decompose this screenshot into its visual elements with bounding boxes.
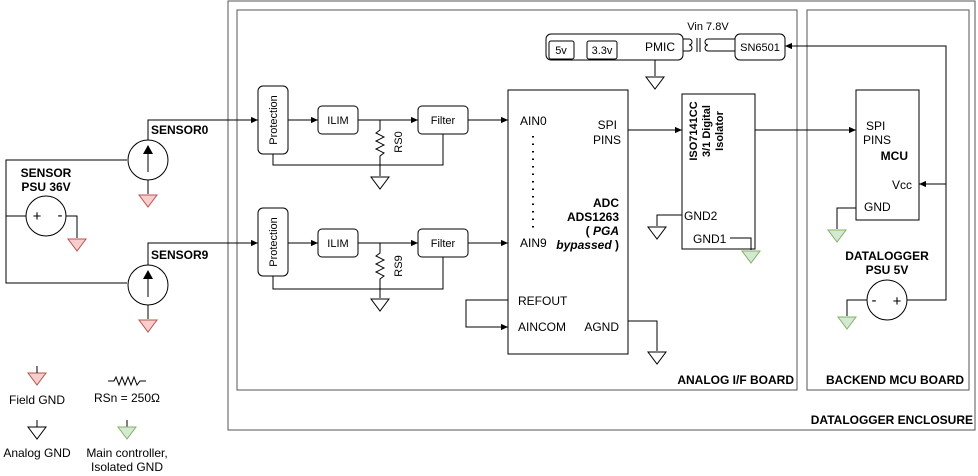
adc-agnd-label: AGND: [584, 320, 619, 334]
sensor9-resistor-label: RS9: [393, 255, 405, 276]
sensor9-filter-label: Filter: [431, 238, 456, 250]
mcu-gnd-label: GND: [864, 200, 891, 214]
adc-ain9-label: AIN9: [520, 236, 547, 250]
adc-block: [507, 89, 629, 355]
isolator-label-3: Isolator: [714, 110, 726, 150]
rail-33v-box: [586, 40, 618, 60]
adc-spi-label: SPI: [598, 118, 617, 132]
mcu-spi-label: SPI: [866, 119, 885, 133]
datalogger-enclosure: [227, 0, 976, 431]
legend-analog-gnd-icon: [27, 426, 47, 440]
sensor0-ilim-label: ILIM: [327, 115, 348, 127]
vin-label: Vin 7.8V: [687, 21, 729, 33]
adc-name-1: ADC: [593, 196, 619, 210]
legend-analog-gnd-label: Analog GND: [3, 446, 71, 460]
datalogger-psu-label-2: PSU 5V: [866, 263, 909, 277]
sensor9-protection-label: Protection: [268, 217, 280, 267]
mcu-pins-label: PINS: [863, 133, 891, 147]
rail-5v-label: 5v: [555, 45, 567, 57]
datalogger-psu-minus: -: [872, 292, 877, 309]
adc-pga-note: ( PGA: [586, 224, 619, 238]
analog-gnd-icon: [370, 176, 390, 190]
sensor0-protection-label: Protection: [268, 95, 280, 145]
analog-gnd-icon: [647, 351, 667, 365]
rail-33v-label: 3.3v: [592, 45, 613, 57]
analog-gnd-icon: [647, 226, 667, 240]
sensor0-filter-label: Filter: [431, 115, 456, 127]
backend-board-label: BACKEND MCU BOARD: [826, 373, 964, 387]
field-gnd-icon: [138, 194, 158, 208]
sensor0-label: SENSOR0: [151, 123, 209, 137]
sensor9-label: SENSOR9: [151, 248, 209, 262]
legend-isolated-gnd-label-2: Isolated GND: [91, 460, 163, 474]
legend-field-gnd-icon: [27, 372, 47, 386]
isolated-gnd-icon: [827, 229, 847, 243]
mcu-block: [855, 89, 920, 221]
isolator-gnd1-label: GND1: [693, 232, 727, 246]
mcu-vcc-label: Vcc: [892, 178, 912, 192]
analog-gnd-icon: [370, 298, 390, 312]
analog-gnd-icon: [645, 76, 665, 90]
transformer-icon: [683, 38, 735, 52]
legend-isolated-gnd-icon: [117, 426, 137, 440]
legend-field-gnd-label: Field GND: [9, 393, 65, 407]
isolator-label-1: ISO7141CC: [688, 101, 700, 160]
mcu-name-label: MCU: [881, 149, 908, 163]
adc-aincom-label: AINCOM: [518, 320, 566, 334]
analog-board-label: ANALOG I/F BOARD: [677, 373, 794, 387]
legend-isolated-gnd-label-1: Main controller,: [86, 446, 167, 460]
sensor9-ilim-label: ILIM: [327, 238, 348, 250]
field-gnd-icon: [138, 319, 158, 333]
datalogger-psu-label-1: DATALOGGER: [845, 249, 929, 263]
isolated-gnd-icon: [741, 250, 761, 264]
adc-name-2: ADS1263: [567, 210, 619, 224]
adc-refout-label: REFOUT: [518, 294, 568, 308]
sensor-psu-label-2: PSU 36V: [21, 180, 70, 194]
field-gnd-icon: [67, 238, 87, 252]
sensor-psu-plus: +: [33, 208, 42, 225]
isolator-label-2: 3/1 Digital: [701, 105, 713, 157]
sensor-psu-label-1: SENSOR: [21, 166, 72, 180]
datalogger-enclosure-label: DATALOGGER ENCLOSURE: [811, 413, 973, 427]
backend-mcu-board: [806, 9, 970, 391]
isolated-gnd-icon: [837, 316, 857, 330]
sn6501-label: SN6501: [740, 42, 780, 54]
datalogger-psu-plus: +: [893, 293, 902, 310]
sensor0-resistor-label: RS0: [393, 131, 405, 152]
pmic-label: PMIC: [645, 40, 675, 54]
rail-5v-box: [548, 40, 575, 60]
adc-pga-note-2: bypassed ): [556, 238, 619, 252]
adc-pins-label: PINS: [593, 133, 621, 147]
isolator-block: [681, 93, 756, 250]
sensor-psu-minus: -: [58, 207, 63, 224]
isolator-gnd2-label: GND2: [684, 209, 718, 223]
analog-board: [236, 9, 798, 391]
adc-ain0-label: AIN0: [520, 114, 547, 128]
legend-resistor-label: RSn = 250Ω: [94, 391, 160, 405]
